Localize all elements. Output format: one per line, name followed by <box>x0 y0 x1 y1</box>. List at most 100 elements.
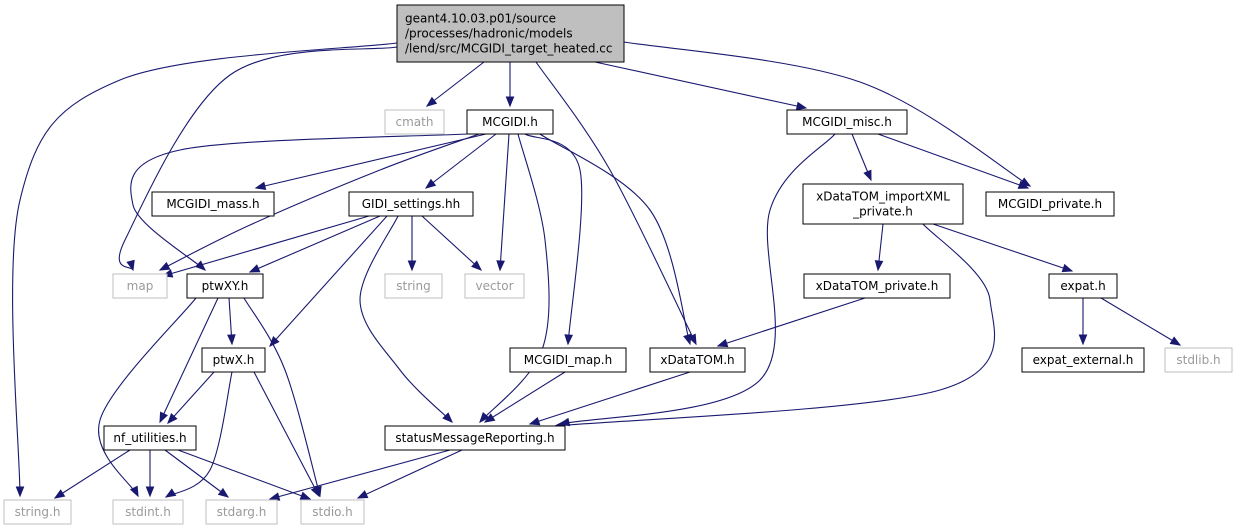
node-label: xDataTOM_importXML <box>816 190 950 204</box>
node-MCGIDI-mass-h[interactable]: MCGIDI_mass.h <box>151 191 275 217</box>
node-box <box>466 109 554 135</box>
edge-root-to-MCGIDI_misc_h <box>594 61 808 111</box>
node-label: nf_utilities.h <box>113 431 186 445</box>
node-label: xDataTOM_private.h <box>816 279 939 293</box>
node-MCGIDI-h[interactable]: MCGIDI.h <box>466 109 554 135</box>
node-label: stdarg.h <box>217 505 267 519</box>
edge-arrowhead <box>1078 334 1088 346</box>
edge-arrowhead <box>126 259 135 272</box>
node-box <box>201 347 266 373</box>
node-label: MCGIDI_misc.h <box>802 115 892 129</box>
node-box <box>985 191 1115 217</box>
edge-arrowhead <box>1169 336 1182 346</box>
edge-arrowhead <box>442 412 453 423</box>
edge-expat_h-to-expat_external_h <box>1078 298 1088 346</box>
node-expat-external-h[interactable]: expat_external.h <box>1021 347 1145 373</box>
edge-line <box>164 449 229 498</box>
edge-line <box>426 61 485 107</box>
edge-arrowhead <box>217 487 230 498</box>
node-box <box>384 425 566 451</box>
edge-line <box>130 133 468 271</box>
edge-xDataTOM_h-to-statusMessageReporting_h <box>528 371 691 426</box>
node-statusMessageReporting-h[interactable]: statusMessageReporting.h <box>384 425 566 451</box>
node-label: MCGIDI_private.h <box>998 197 1102 211</box>
edge-arrowhead <box>167 413 178 424</box>
edge-root-to-map <box>118 46 398 272</box>
edge-arrowhead <box>299 491 312 500</box>
edge-arrowhead <box>496 260 505 272</box>
node-MCGIDI-map-h[interactable]: MCGIDI_map.h <box>509 347 627 373</box>
edge-line <box>623 41 1031 187</box>
node-GIDI-settings-hh[interactable]: GIDI_settings.hh <box>348 191 474 217</box>
node-stdlib-h: stdlib.h <box>1164 347 1233 373</box>
node-box <box>112 273 168 299</box>
edge-arrowhead <box>874 260 884 272</box>
node-box <box>348 191 474 217</box>
edge-GIDI_settings_hh-to-statusMessageReporting_h <box>359 215 453 423</box>
node-string-h: string.h <box>3 499 72 525</box>
node-MCGIDI-misc-h[interactable]: MCGIDI_misc.h <box>786 109 908 135</box>
node-string: string <box>384 273 443 299</box>
edge-line <box>253 371 320 497</box>
edge-line <box>165 371 233 498</box>
edge-ptwXY_h-to-nf_utilities_h <box>159 297 219 424</box>
node-stdint-h: stdint.h <box>112 499 184 525</box>
node-box <box>384 109 445 135</box>
node-stdarg-h: stdarg.h <box>205 499 278 525</box>
node-box <box>1048 273 1118 299</box>
node-box <box>786 109 908 135</box>
edge-line <box>554 223 996 427</box>
edge-line <box>118 46 398 271</box>
edge-arrowhead <box>356 490 369 499</box>
node-label: map <box>127 279 154 293</box>
edge-ptwX_h-to-nf_utilities_h <box>167 371 215 424</box>
edge-root-to-cmath <box>425 61 485 107</box>
node-label: stdlib.h <box>1176 353 1220 367</box>
edge-arrowhead <box>425 96 438 107</box>
edge-ptwX_h-to-stdint_h <box>164 371 233 498</box>
edge-MCGIDI_misc_h-to-statusMessageReporting_h <box>558 133 836 427</box>
edge-arrowhead <box>795 101 808 111</box>
edge-line <box>877 133 1029 189</box>
node-root[interactable]: geant4.10.03.p01/source/processes/hadron… <box>396 4 625 63</box>
edge-root-to-MCGIDI_h <box>505 62 515 108</box>
node-label: MCGIDI_mass.h <box>166 197 259 211</box>
edge-line <box>1100 297 1181 346</box>
node-nf-utilities-h[interactable]: nf_utilities.h <box>103 425 197 451</box>
edge-line <box>479 133 550 423</box>
node-box <box>103 425 197 451</box>
node-xDataTOM-private-h[interactable]: xDataTOM_private.h <box>803 273 951 299</box>
edge-nf_utilities_h-to-stdarg_h <box>164 449 230 498</box>
edge-line <box>425 133 497 189</box>
edge-line <box>54 449 131 499</box>
node-stdio-h: stdio.h <box>300 499 365 525</box>
node-MCGIDI-private-h[interactable]: MCGIDI_private.h <box>985 191 1115 217</box>
edge-arrowhead <box>483 413 496 423</box>
edge-GIDI_settings_hh-to-ptwX_h <box>269 215 388 348</box>
node-label: statusMessageReporting.h <box>395 431 554 445</box>
node-label: geant4.10.03.p01/source <box>405 12 556 26</box>
node-ptwXY-h[interactable]: ptwXY.h <box>186 273 264 299</box>
edge-arrowhead <box>227 334 236 346</box>
node-xDataTOM-importXML-private-h[interactable]: xDataTOM_importXML_private.h <box>802 183 964 225</box>
edge-MCGIDI_misc_h-to-MCGIDI_private_h <box>877 133 1030 189</box>
edge-line <box>499 133 510 271</box>
node-expat-h[interactable]: expat.h <box>1048 273 1118 299</box>
edge-arrowhead <box>528 416 541 426</box>
edge-arrowhead <box>53 489 66 499</box>
edge-arrowhead <box>158 261 171 271</box>
edge-arrowhead <box>683 333 692 346</box>
edge-arrowhead <box>1017 180 1030 189</box>
edge-GIDI_settings_hh-to-vector <box>421 215 482 271</box>
node-box <box>186 273 264 299</box>
node-vector: vector <box>464 273 525 299</box>
node-box <box>205 499 278 525</box>
edge-arrowhead <box>1061 263 1074 273</box>
edge-line <box>243 297 321 497</box>
node-xDataTOM-h[interactable]: xDataTOM.h <box>649 347 746 373</box>
node-ptwX-h[interactable]: ptwX.h <box>201 347 266 373</box>
node-box <box>151 191 275 217</box>
node-label: xDataTOM.h <box>660 353 734 367</box>
edge-line <box>12 42 398 497</box>
